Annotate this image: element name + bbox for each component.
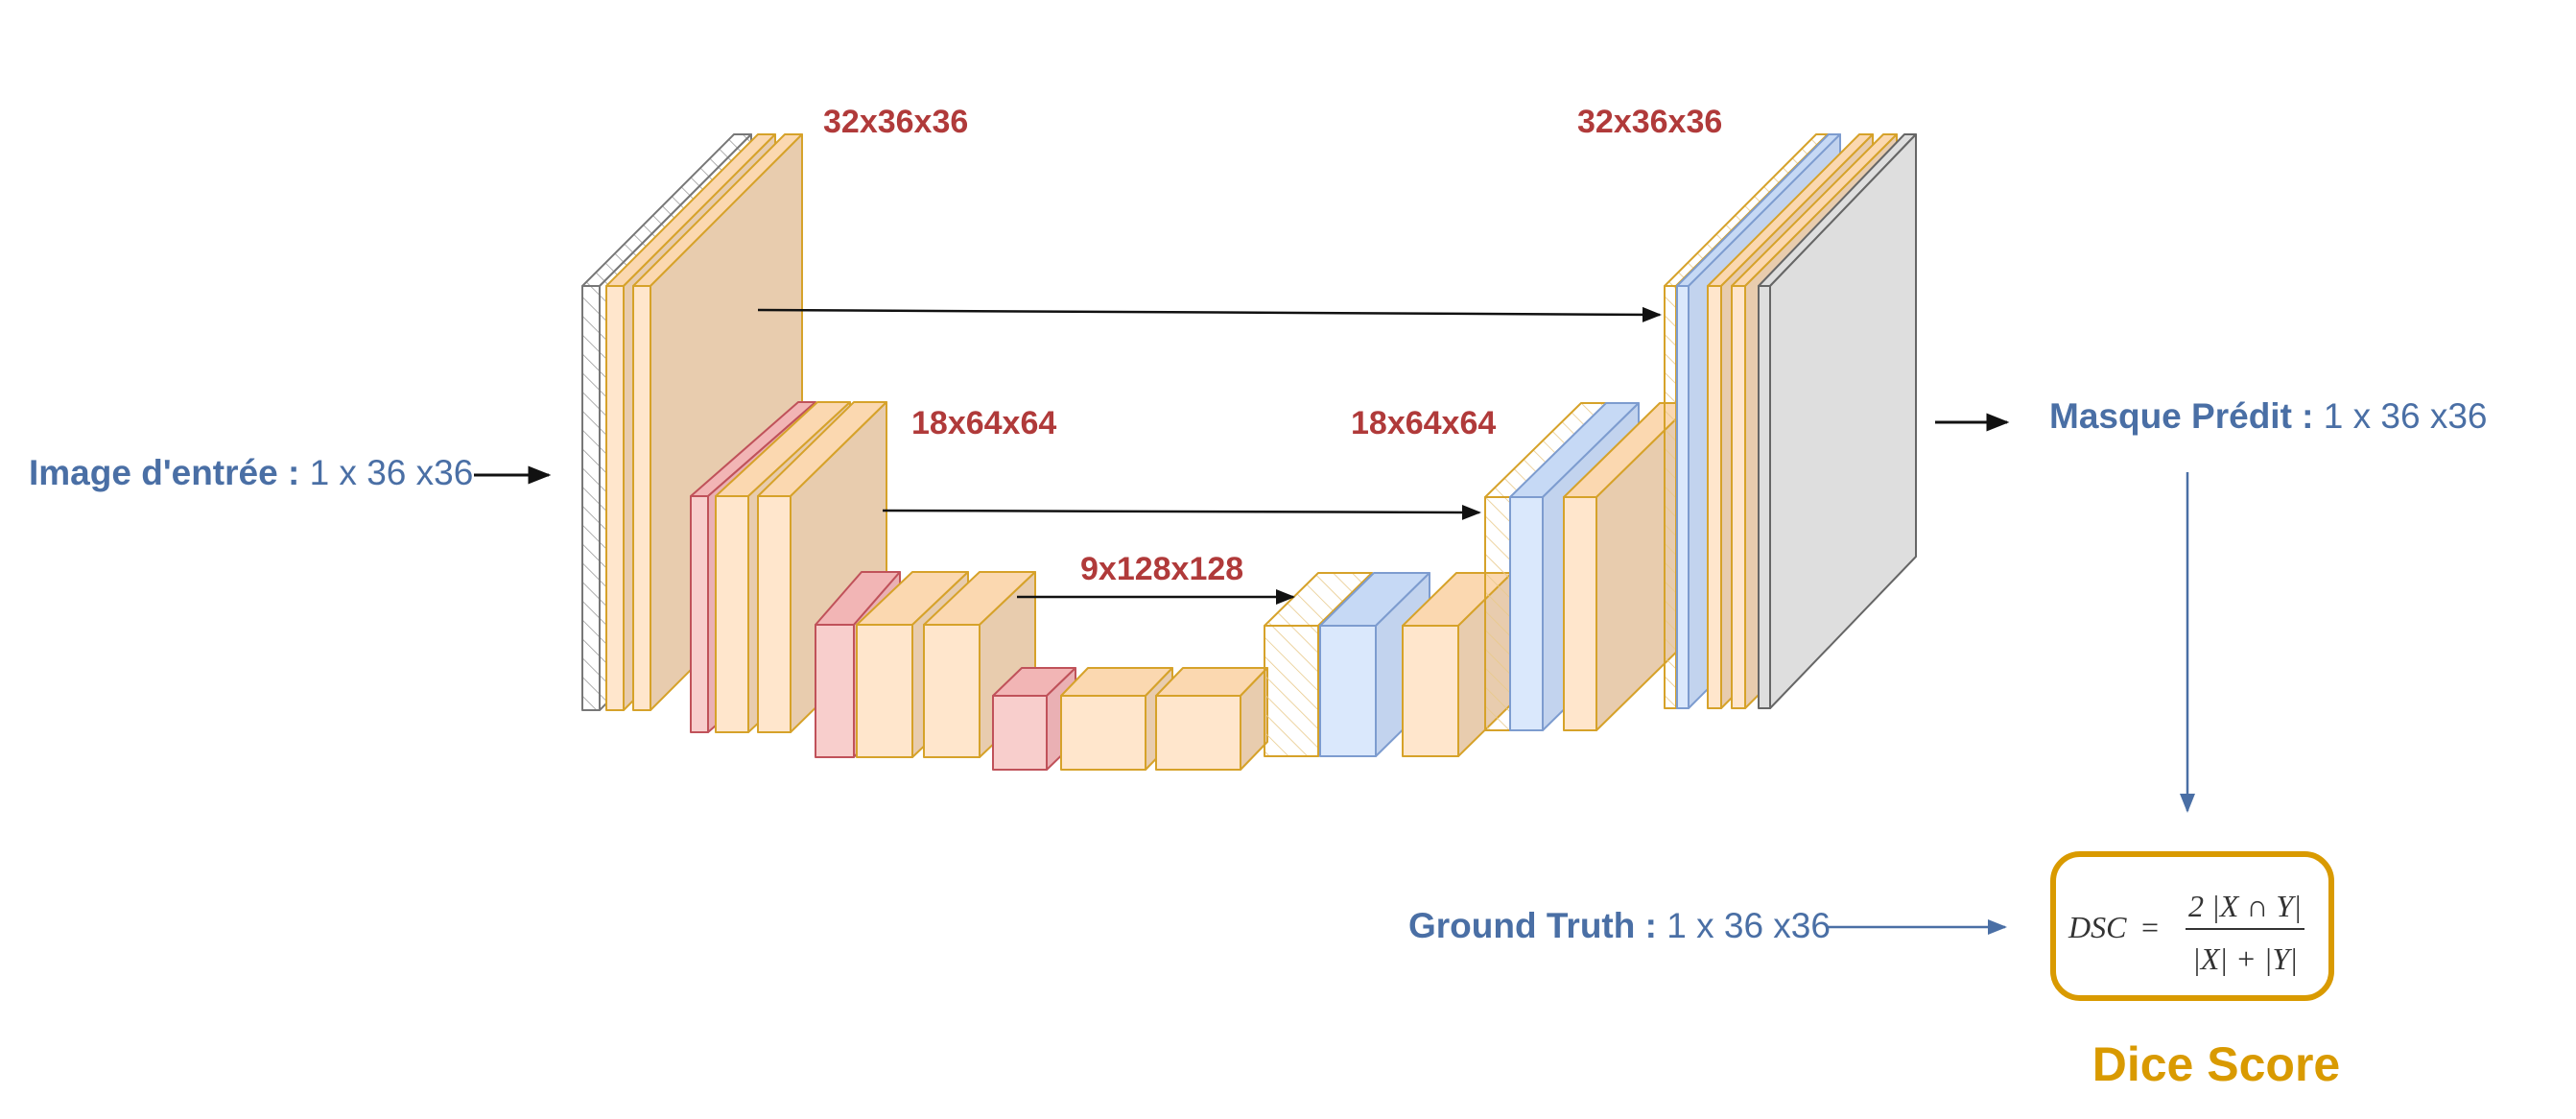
dim-label-bottleneck: 9x128x128 [1080,551,1243,587]
bottleneck-conv-b [1155,667,1268,771]
formula-lhs: DSC [2068,910,2127,944]
formula-equals: = [2141,910,2159,944]
dice-formula-box: DSC = 2 |X ∩ Y| |X| + |Y| [2050,851,2334,1001]
formula-numerator: 2 |X ∩ Y| [2188,889,2302,923]
dim-label-dec2: 18x64x64 [1351,405,1496,441]
ground-truth-name: Ground Truth : [1408,906,1657,945]
dim-label-dec1: 32x36x36 [1577,104,1722,140]
output-mask-layer [1758,133,1917,709]
skip-connection-arrow-1 [757,306,1662,322]
predicted-mask-name: Masque Prédit : [2049,396,2314,436]
formula-denominator: |X| + |Y| [2192,941,2298,976]
dim-label-enc1: 32x36x36 [823,104,968,140]
input-image-name: Image d'entrée : [29,453,299,492]
dim-label-enc2: 18x64x64 [911,405,1056,441]
ground-truth-label: Ground Truth : 1 x 36 x36 [1408,906,1831,945]
predicted-mask-label: Masque Prédit : 1 x 36 x36 [2049,396,2488,436]
input-image-label: Image d'entrée : 1 x 36 x36 [29,453,473,492]
network-layers [581,133,1917,771]
input-image-shape: 1 x 36 x36 [310,453,474,492]
ground-truth-shape: 1 x 36 x36 [1666,906,1831,945]
predicted-mask-shape: 1 x 36 x36 [2324,396,2488,436]
dice-score-title: Dice Score [2092,1037,2340,1091]
skip-connection-arrow-2 [882,504,1481,520]
